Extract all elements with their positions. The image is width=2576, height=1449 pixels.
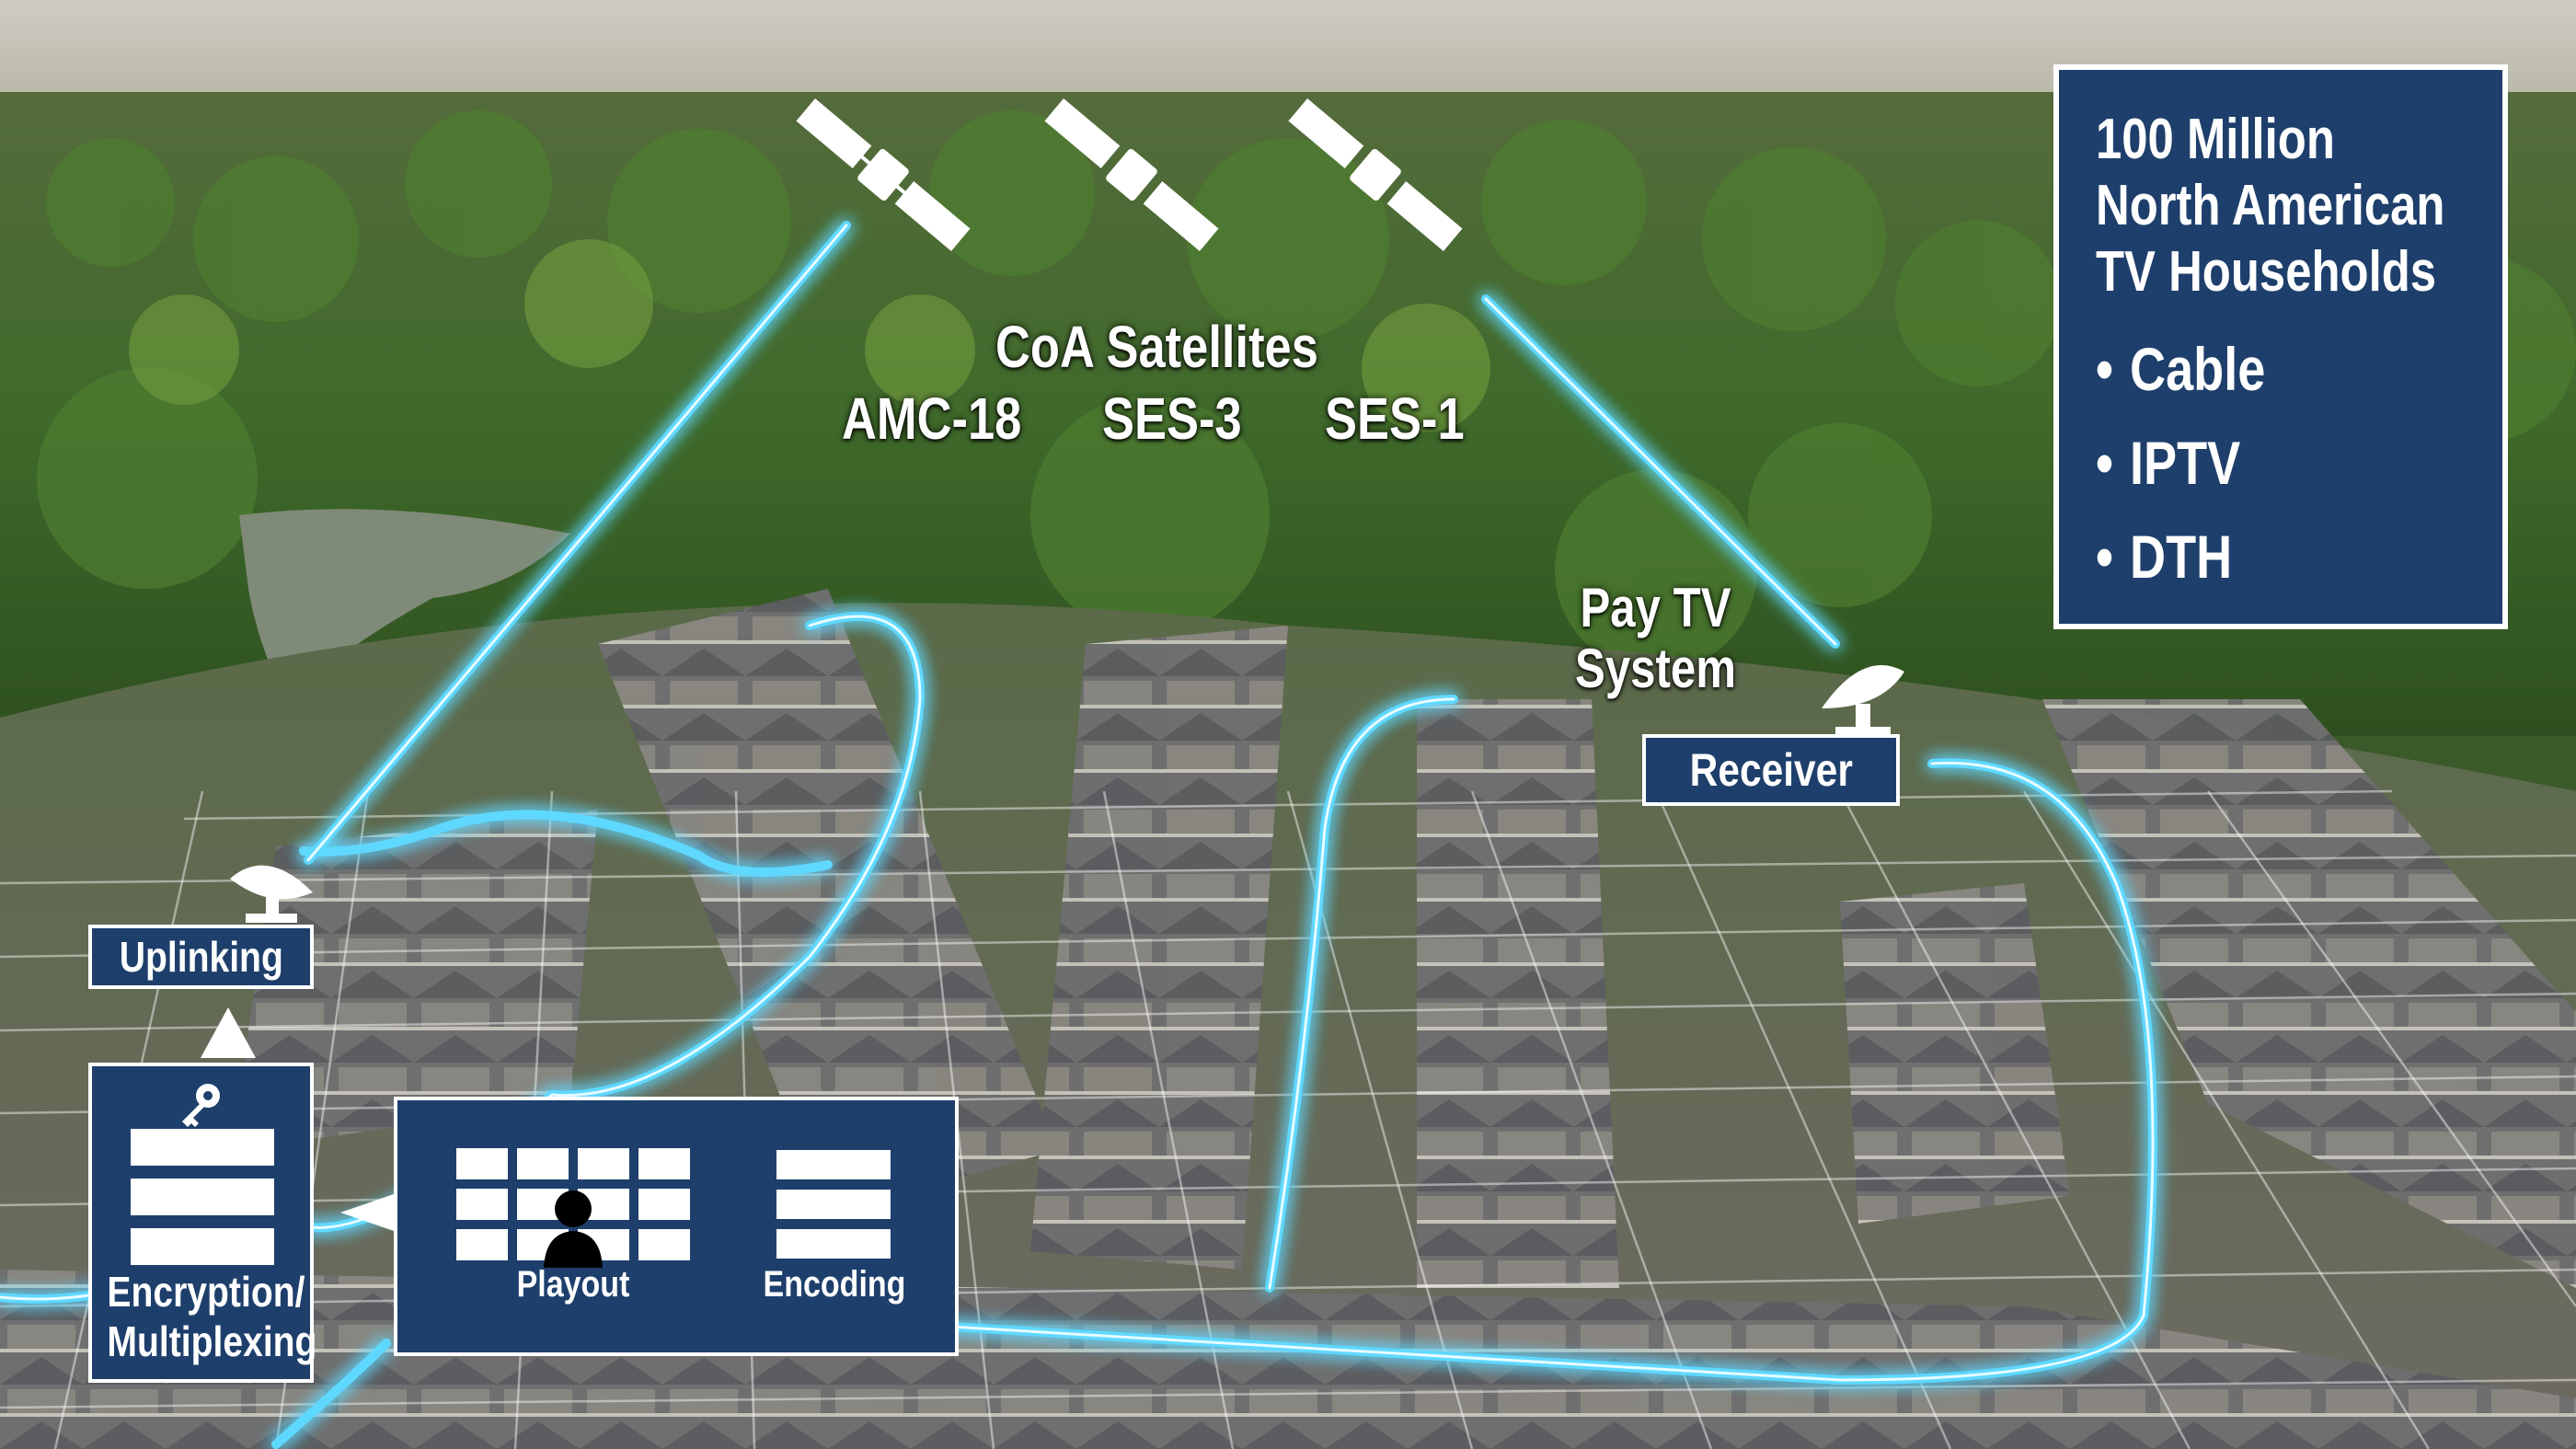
playout-label: Playout — [516, 1264, 630, 1305]
satellites-heading: CoA Satellites — [995, 314, 1318, 380]
person-icon — [544, 1190, 603, 1268]
uplinking-label: Uplinking — [119, 933, 283, 981]
server-stack-icon — [131, 1129, 274, 1265]
pay-tv-system-label: Pay TV System — [1575, 578, 1736, 699]
delivery-type-item: Cable — [2096, 322, 2429, 416]
playout-encoding-panel: Playout Encoding — [394, 1097, 959, 1356]
encryption-multiplexing-label: Encryption/ Multiplexing — [107, 1268, 317, 1365]
info-title-line-3: TV Households — [2096, 240, 2437, 304]
uplinking-label-box: Uplinking — [88, 925, 314, 989]
satellite-name-amc18: AMC-18 — [842, 385, 1022, 452]
pay-tv-system-text: Pay TV System — [1575, 577, 1737, 699]
delivery-type-item: IPTV — [2096, 416, 2429, 510]
satellite-name-ses1: SES-1 — [1325, 385, 1465, 452]
satellite-icon — [796, 98, 1463, 251]
video-wall-icon — [456, 1148, 690, 1268]
encoding-label: Encoding — [763, 1264, 906, 1305]
satellite-name-ses3: SES-3 — [1102, 385, 1242, 452]
info-title-line-2: North American — [2096, 174, 2445, 237]
encoder-stack-icon — [776, 1150, 891, 1259]
info-title-line-1: 100 Million — [2096, 108, 2335, 171]
receiver-label: Receiver — [1689, 744, 1853, 796]
key-icon — [182, 1084, 220, 1127]
delivery-type-item: DTH — [2096, 510, 2429, 604]
delivery-type-list: Cable IPTV DTH — [2096, 322, 2502, 604]
receiver-label-box: Receiver — [1642, 734, 1900, 806]
encryption-multiplexing-panel: Encryption/ Multiplexing — [88, 1063, 317, 1383]
tv-households-info-box: 100 Million North American TV Households… — [2053, 64, 2508, 629]
